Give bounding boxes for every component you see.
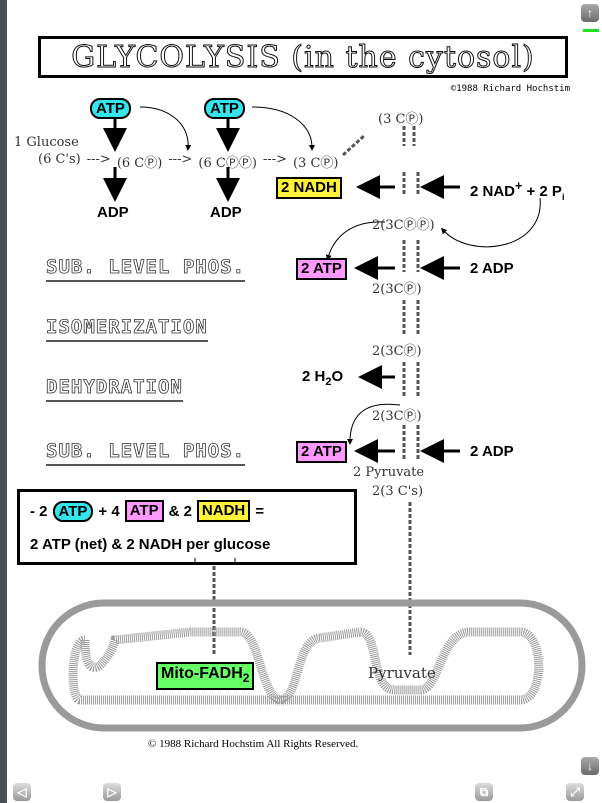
pi-sub: i [561, 192, 565, 202]
summary-per-glucose: per glucose [186, 536, 271, 553]
atp-box-1: 2 ATP [296, 258, 347, 280]
summary-nadh-box: NADH [196, 500, 251, 522]
summary-box: - 2 ATP + 4 ATP & 2 NADH = 2 ATP (net) &… [17, 489, 357, 565]
atp-box-2: 2 ATP [296, 441, 347, 463]
copyright-top: ©1988 Richard Hochstim [450, 84, 570, 94]
intermediate-2: 2(3CⓅ) [372, 344, 422, 359]
prev-page-button[interactable]: ◁ [13, 783, 31, 801]
nad-charge: + [515, 179, 523, 193]
nad-input: 2 NAD+ + 2 Pi [470, 179, 564, 202]
step-label-isomerization: ISOMERIZATION [46, 316, 208, 342]
water-sub: 2 [325, 376, 332, 388]
mito-outer-membrane [38, 599, 586, 732]
nadh-box: 2 NADH [276, 177, 342, 199]
step-label-dehydration: DEHYDRATION [46, 376, 183, 402]
chain-arrow: ---> [262, 152, 287, 167]
adp-output-1: ADP [97, 204, 129, 221]
atp-arrows [103, 116, 240, 202]
glucose-label: 1 Glucose [14, 135, 79, 150]
title-box: GLYCOLYSIS (in the cytosol) [38, 36, 568, 78]
summary-atp-pill: ATP [52, 500, 94, 522]
mitochondrion [38, 599, 586, 732]
summary-plus-4: + 4 [98, 502, 120, 520]
resize-icon: ⤢ [570, 784, 580, 799]
dhap: (3 CⓅ) [378, 112, 424, 127]
nad-text: 2 NAD [470, 183, 516, 200]
pyruvate-carbons: 2(3 C's) [372, 484, 424, 499]
side-arrows [354, 175, 460, 463]
chain-arrow: ---> [168, 152, 193, 167]
summary-equals: = [255, 502, 265, 520]
adp-output-2: ADP [210, 204, 242, 221]
water-output: 2 H2O [302, 368, 343, 388]
page-title: GLYCOLYSIS (in the cytosol) [71, 39, 535, 75]
step-label-sub-level-phos-2: SUB. LEVEL PHOS. [46, 440, 246, 466]
g3p: (3 CⓅ) [292, 156, 339, 171]
water-h: 2 H [302, 368, 326, 385]
bisphosphoglycerate: 2(3CⓅⓅ) [372, 218, 435, 233]
summary-and-2: & 2 [168, 502, 192, 520]
atp-input-2: ATP [204, 98, 245, 119]
mito-pyruvate: Pyruvate [368, 664, 436, 682]
progress-indicator [583, 29, 599, 32]
summary-atp-box: ATP [124, 500, 164, 522]
copyright-bottom: © 1988 Richard Hochstim All Rights Reser… [148, 738, 359, 750]
atp-input-1: ATP [90, 98, 131, 119]
mito-cristae [68, 627, 544, 705]
arrow-up-icon: ↑ [587, 6, 593, 20]
glucose-carbons: (6 C's) [38, 152, 81, 167]
resize-button[interactable]: ⤢ [566, 783, 584, 801]
triangle-left-icon: ◁ [17, 785, 27, 799]
mito-fadh-text: Mito-FADH [161, 665, 243, 682]
water-o: O [331, 368, 344, 385]
triangle-right-icon: ▷ [107, 785, 117, 799]
pi-text: + 2 P [526, 183, 562, 200]
reaction-chain: (6 C's) ---> (6 CⓅ) ---> (6 CⓅⓅ) ---> (3… [38, 152, 338, 171]
dashed-pathway [212, 126, 420, 655]
curve-pi [440, 197, 541, 248]
adp-input-1: 2 ADP [470, 260, 514, 277]
mito-fadh-box: Mito-FADH2 [156, 662, 255, 691]
summary-minus-2: - 2 [30, 502, 48, 520]
adp-input-2: 2 ADP [470, 443, 514, 460]
summary-nadh: NADH [138, 536, 183, 553]
arrow-down-icon: ↓ [587, 759, 593, 773]
left-edge-bar [0, 0, 7, 803]
mito-fadh-sub: 2 [242, 671, 250, 686]
curve-atp-box1 [325, 221, 386, 261]
windows-icon: ⧉ [479, 784, 489, 799]
step-label-sub-level-phos-1: SUB. LEVEL PHOS. [46, 256, 246, 282]
fructose-bisphosphate: (6 CⓅⓅ) [198, 156, 257, 171]
next-page-button[interactable]: ▷ [103, 783, 121, 801]
pyruvate-output: 2 Pyruvate [353, 465, 425, 480]
intermediate-3: 2(3CⓅ) [372, 409, 422, 424]
curve-atp-box2 [347, 403, 401, 445]
glucose-6-phosphate: (6 CⓅ) [116, 156, 163, 171]
summary-line-1: - 2 ATP + 4 ATP & 2 NADH = [30, 500, 264, 522]
scroll-up-button[interactable]: ↑ [581, 4, 599, 22]
summary-net-atp: 2 ATP (net) & 2 [30, 536, 135, 553]
window-button[interactable]: ⧉ [475, 783, 493, 801]
summary-line-2: 2 ATP (net) & 2 NADH per glucose [30, 536, 270, 553]
scroll-down-button[interactable]: ↓ [581, 757, 599, 775]
intermediate-1: 2(3CⓅ) [372, 282, 422, 297]
chain-arrow: ---> [86, 152, 111, 167]
curve-atp2 [251, 106, 315, 151]
curve-atp1 [139, 106, 192, 151]
